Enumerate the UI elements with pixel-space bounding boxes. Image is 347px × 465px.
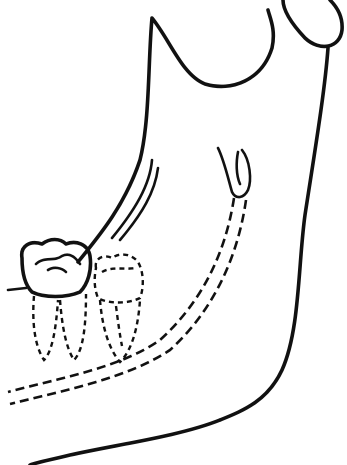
third-molar-crown bbox=[95, 255, 143, 303]
ramus-posterior-border bbox=[220, 48, 328, 420]
second-molar-mesial-root bbox=[33, 296, 58, 360]
third-molar-root-furcation bbox=[116, 306, 122, 346]
impacted-third-molar bbox=[95, 255, 143, 362]
mandible-outline bbox=[30, 0, 342, 465]
mandibular-foramen bbox=[218, 148, 250, 197]
bone-crest-line bbox=[8, 288, 26, 290]
lingula-outline bbox=[218, 148, 250, 197]
oblique-ridge-line-2 bbox=[120, 168, 158, 240]
third-molar-occlusal bbox=[102, 268, 136, 272]
second-molar-cusp bbox=[48, 268, 66, 272]
condyle-outline bbox=[283, 0, 342, 46]
second-molar-distal-root bbox=[60, 294, 86, 360]
lower-border bbox=[30, 420, 220, 465]
ramus-anterior-border bbox=[78, 10, 273, 262]
second-molar-occlusal-groove bbox=[36, 255, 80, 264]
third-molar-roots bbox=[100, 300, 140, 362]
foramen-opening bbox=[237, 152, 240, 184]
second-molar bbox=[8, 240, 91, 361]
